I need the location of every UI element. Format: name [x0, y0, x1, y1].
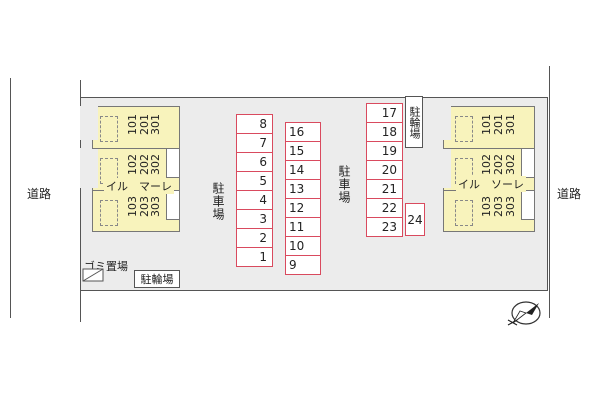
- building-left-unit-202: 202: [138, 154, 151, 175]
- building-left-divider-1: [92, 148, 180, 149]
- parking-stall: 8: [236, 114, 273, 134]
- building-left-unit-301: 301: [149, 114, 162, 135]
- parking-stall: 4: [236, 190, 273, 210]
- parking-stall: 18: [366, 122, 403, 142]
- parking-stall: 11: [285, 217, 321, 237]
- building-right-divider-1: [443, 148, 535, 149]
- building-left-dashed-1: [100, 116, 118, 142]
- building-right-dashed-3: [455, 200, 473, 226]
- garbage-area-icon: [82, 268, 104, 282]
- parking-label-right: 駐車場: [337, 165, 351, 204]
- building-right-unit-203: 203: [492, 196, 505, 217]
- building-right-notch-top: [435, 106, 451, 140]
- parking-stall: 23: [366, 217, 403, 237]
- building-right-name: イル ソーレ: [456, 176, 526, 192]
- building-right-unit-102: 102: [480, 154, 493, 175]
- building-left-dashed-3: [100, 200, 118, 226]
- building-left-balcony-2: [166, 190, 180, 220]
- building-left-unit-302: 302: [149, 154, 162, 175]
- road-label-left: 道路: [27, 187, 52, 201]
- road-edge-right: [549, 66, 550, 318]
- building-right-unit-101: 101: [480, 114, 493, 135]
- building-left-unit-203: 203: [138, 196, 151, 217]
- parking-label-left: 駐車場: [211, 182, 225, 221]
- building-left-notch-top: [80, 106, 98, 140]
- parking-stall: 10: [285, 236, 321, 256]
- building-left-unit-102: 102: [126, 154, 139, 175]
- building-left-unit-303: 303: [149, 196, 162, 217]
- bicycle-parking-top-label: 駐輪場: [408, 105, 421, 139]
- building-right-notch-bottom: [435, 148, 451, 188]
- parking-stall: 2: [236, 228, 273, 248]
- building-right-unit-201: 201: [492, 114, 505, 135]
- building-right: [443, 106, 535, 232]
- building-left-notch-bottom: [80, 148, 98, 188]
- building-left: [92, 106, 180, 232]
- building-right-unit-302: 302: [504, 154, 517, 175]
- parking-stall: 19: [366, 141, 403, 161]
- parking-stall: 7: [236, 133, 273, 153]
- bicycle-parking-bottom: 駐輪場: [134, 270, 180, 288]
- building-left-unit-101: 101: [126, 114, 139, 135]
- parking-stall: 5: [236, 171, 273, 191]
- parking-stall: 14: [285, 160, 321, 180]
- building-left-balcony-1: [166, 148, 180, 178]
- parking-stall: 21: [366, 179, 403, 199]
- parking-stall: 3: [236, 209, 273, 229]
- building-right-unit-301: 301: [504, 114, 517, 135]
- building-right-unit-202: 202: [492, 154, 505, 175]
- parking-stall: 15: [285, 141, 321, 161]
- road-label-right: 道路: [557, 187, 582, 201]
- road-edge-left: [10, 78, 11, 318]
- building-right-dashed-1: [455, 116, 473, 142]
- bicycle-parking-top: 駐輪場: [405, 96, 423, 148]
- building-left-unit-201: 201: [138, 114, 151, 135]
- parking-stall: 20: [366, 160, 403, 180]
- parking-stall: 6: [236, 152, 273, 172]
- parking-stall: 9: [285, 255, 321, 275]
- building-left-name: イル マーレ: [104, 178, 174, 194]
- building-right-unit-303: 303: [504, 196, 517, 217]
- building-right-unit-103: 103: [480, 196, 493, 217]
- parking-stall: 22: [366, 198, 403, 218]
- building-right-balcony-1: [521, 148, 535, 178]
- parking-stall: 17: [366, 103, 403, 123]
- building-left-unit-103: 103: [126, 196, 139, 217]
- building-right-balcony-2: [521, 190, 535, 220]
- parking-stall: 1: [236, 247, 273, 267]
- parking-stall: 13: [285, 179, 321, 199]
- compass-icon: [507, 301, 541, 326]
- parking-stall: 24: [405, 203, 425, 236]
- parking-stall: 16: [285, 122, 321, 142]
- parking-stall: 12: [285, 198, 321, 218]
